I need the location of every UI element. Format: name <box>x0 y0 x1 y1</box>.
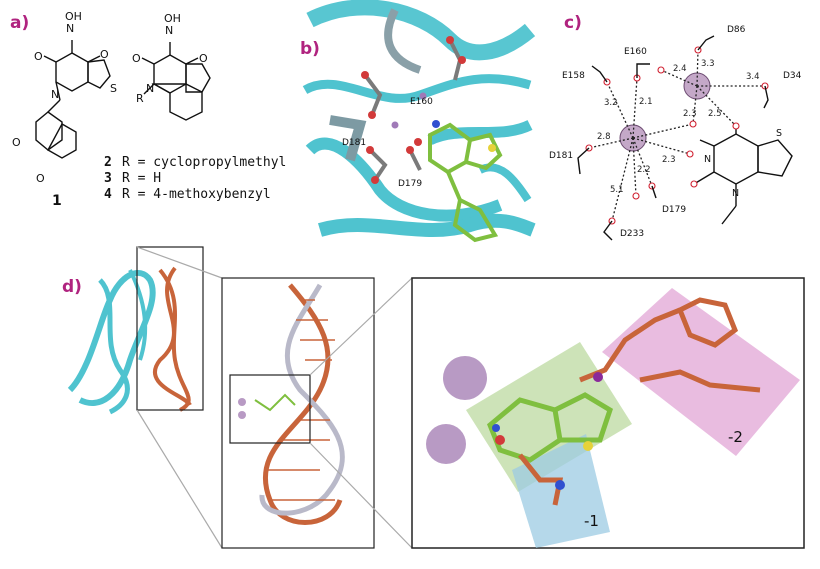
closeup-ligand <box>487 297 761 506</box>
carboxylate-stubs <box>577 35 769 241</box>
metal-ion-b2 <box>391 121 399 129</box>
panel-c-letter: c) <box>564 13 582 33</box>
protein-ribbons <box>302 0 536 237</box>
compound-1-label: 1 <box>52 193 62 209</box>
distance-6: 2.5 <box>708 109 722 119</box>
atom-s-1: S <box>110 82 117 95</box>
distance-2: 3.3 <box>701 59 715 69</box>
atom-n-c2: N <box>732 188 739 199</box>
atom-n-c1: N <box>704 154 711 165</box>
overview-structure <box>67 266 192 415</box>
panel-b: E160 D181 D179 b) <box>300 0 536 246</box>
compound-legend: 2 R = cyclopropylmethyl 3 R = H 4 R = 4-… <box>104 155 286 202</box>
residue-d233: D233 <box>620 229 644 239</box>
distance-1: 2.4 <box>673 64 687 74</box>
oxygen-atom-marker <box>414 138 422 146</box>
atom-n-1b: N <box>51 88 59 101</box>
ligand-sticks <box>414 120 503 243</box>
legend-text-2: R = cyclopropylmethyl <box>122 155 286 170</box>
atom-o-1c: O <box>12 136 21 149</box>
atom-n-2: N <box>165 24 173 37</box>
atom-n-2b: N <box>146 82 154 95</box>
atom-o-1d: O <box>36 172 45 185</box>
residue-label-e160: E160 <box>410 97 433 107</box>
zoom-box-2 <box>229 374 311 444</box>
distance-9: 2.2 <box>637 165 651 175</box>
panel-d-letter: d) <box>62 277 82 297</box>
panel-c: c) N <box>549 13 802 241</box>
subsite-label-minus-2: -2 <box>728 428 743 446</box>
distance-8: 2.8 <box>597 132 611 142</box>
compound-2-4-structure: OH N O O N R <box>132 12 211 121</box>
compound-1-structure: OH N O O N S O O 1 <box>12 10 117 209</box>
distance-5: 2.3 <box>683 109 697 119</box>
residue-d86: D86 <box>727 25 746 35</box>
residue-label-d181: D181 <box>342 138 366 148</box>
panel-a-letter: a) <box>10 13 29 33</box>
distance-10: 2.3 <box>662 155 676 165</box>
residue-e158: E158 <box>562 71 585 81</box>
legend-text-4: R = 4-methoxybenzyl <box>122 187 271 202</box>
metal-ion-d1 <box>443 356 487 400</box>
nitrogen-atom-marker <box>432 120 440 128</box>
distance-3: 3.4 <box>746 72 760 82</box>
atom-r: R <box>136 92 144 105</box>
atom-s-c: S <box>776 128 782 139</box>
subsite-box-pink <box>602 288 800 456</box>
subsite-label-minus-1: -1 <box>584 512 599 530</box>
residue-d34: D34 <box>783 71 802 81</box>
atom-oh-2: OH <box>164 12 181 25</box>
residue-sticks <box>361 36 466 184</box>
atom-o-2b: O <box>199 52 208 65</box>
metal-ion-b1 <box>419 92 427 100</box>
metal-ion-d2 <box>426 424 466 464</box>
panel-b-letter: b) <box>300 39 320 59</box>
dna-helix <box>259 283 345 525</box>
residue-d179: D179 <box>662 205 686 215</box>
panel-d: d) <box>62 246 805 549</box>
ligand-schematic: N N S <box>693 126 793 225</box>
residue-e160: E160 <box>624 47 647 57</box>
residue-d181: D181 <box>549 151 573 161</box>
atom-o-1a: O <box>34 50 43 63</box>
coordination-bonds <box>588 49 765 222</box>
subsite-box-blue <box>512 434 610 548</box>
atom-o-2a: O <box>132 52 141 65</box>
legend-num-3: 3 <box>104 171 112 186</box>
zoom-box-1 <box>136 246 204 411</box>
legend-text-3: R = H <box>122 171 161 186</box>
panel-a: a) OH N O O N S O O 1 <box>10 10 286 209</box>
distance-7: 3.2 <box>604 98 618 108</box>
sulfur-atom-marker <box>488 144 496 152</box>
distance-11: 5.1 <box>610 185 624 195</box>
distance-4: 2.1 <box>639 97 653 107</box>
residue-label-d179: D179 <box>398 179 422 189</box>
legend-num-4: 4 <box>104 187 112 202</box>
legend-num-2: 2 <box>104 155 112 170</box>
atom-o-1b: O <box>100 48 109 61</box>
atom-oh-1: OH <box>65 10 82 23</box>
atom-n-1: N <box>66 22 74 35</box>
